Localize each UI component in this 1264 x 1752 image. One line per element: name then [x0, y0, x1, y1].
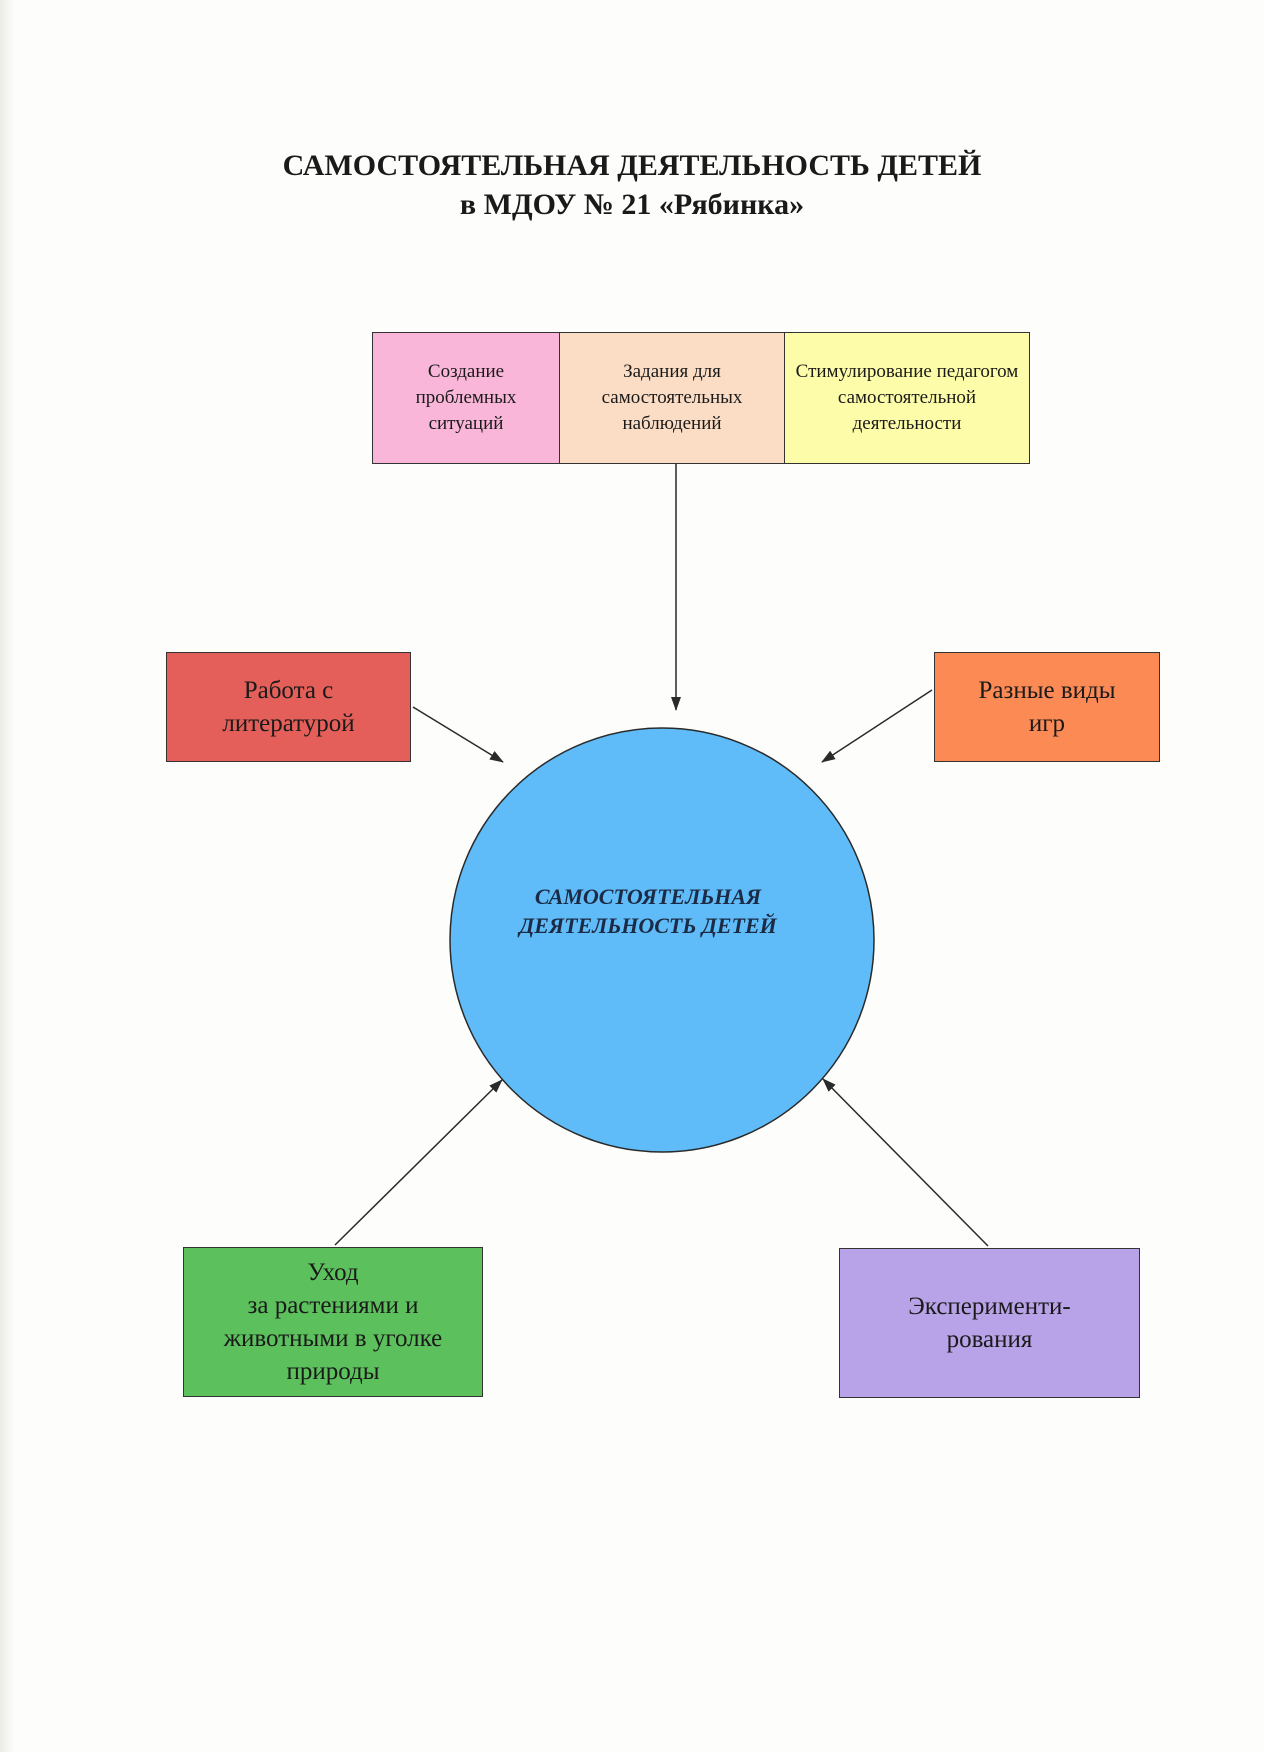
cell-teacher-stimulation: Стимулирование педагогом самостоятельной…	[785, 333, 1029, 463]
arrow-nature-to-center	[334, 1079, 503, 1246]
center-label-line: ДЕЯТЕЛЬНОСТЬ	[519, 913, 697, 938]
node-literature: Работа с литературой	[166, 652, 411, 762]
cell-stim-line: самостоятельной	[837, 387, 977, 408]
node-nature-line: Уход	[307, 1259, 359, 1286]
cell-tasks-line: самостоятельных	[601, 387, 743, 408]
cell-stim-line: педагогом	[936, 361, 1019, 382]
cell-tasks-line: Задания для	[623, 361, 721, 382]
cell-problem-line: Создание	[427, 361, 505, 382]
node-games: Разные виды игр	[934, 652, 1160, 762]
center-label-line: САМОСТОЯТЕЛЬНАЯ	[534, 884, 762, 909]
node-games-line: Разные виды	[978, 677, 1116, 704]
cell-observation-tasks: Задания для самостоятельных наблюдений	[560, 333, 785, 463]
node-nature-line: природы	[286, 1358, 380, 1385]
node-experimentation: Эксперименти- рования	[839, 1248, 1140, 1398]
center-label: САМОСТОЯТЕЛЬНАЯ ДЕЯТЕЛЬНОСТЬ ДЕТЕЙ	[498, 882, 798, 940]
cell-tasks-line: наблюдений	[622, 413, 722, 434]
cell-stim-line: Стимулирование	[795, 361, 932, 382]
page-edge	[0, 0, 14, 1752]
node-literature-line: Работа с	[243, 677, 334, 704]
node-experiment-line: Эксперименти-	[908, 1293, 1071, 1320]
arrow-games-to-center	[821, 689, 933, 763]
cell-problem-situations: Создание проблемных ситуаций	[373, 333, 560, 463]
node-nature-line: за растениями и	[247, 1292, 419, 1319]
arrow-experiment-to-center	[822, 1078, 989, 1247]
node-games-line: игр	[1028, 710, 1066, 737]
arrow-literature-to-center	[412, 706, 504, 763]
node-literature-line: литературой	[222, 710, 355, 737]
node-nature-care: Уход за растениями и животными в уголке …	[183, 1247, 483, 1397]
center-circle	[449, 727, 875, 1153]
methods-strip: Создание проблемных ситуаций Задания для…	[372, 332, 1030, 464]
page-title: САМОСТОЯТЕЛЬНАЯ ДЕЯТЕЛЬНОСТЬ ДЕТЕЙ	[282, 149, 982, 182]
cell-problem-line: проблемных	[415, 387, 517, 408]
node-nature-line: животными в уголке	[223, 1325, 443, 1352]
cell-problem-line: ситуаций	[428, 413, 504, 434]
page-subtitle: в МДОУ № 21 «Рябинка»	[459, 188, 805, 221]
center-label-line: ДЕТЕЙ	[701, 913, 777, 938]
cell-stim-line: деятельности	[852, 413, 962, 434]
node-experiment-line: рования	[946, 1326, 1033, 1353]
